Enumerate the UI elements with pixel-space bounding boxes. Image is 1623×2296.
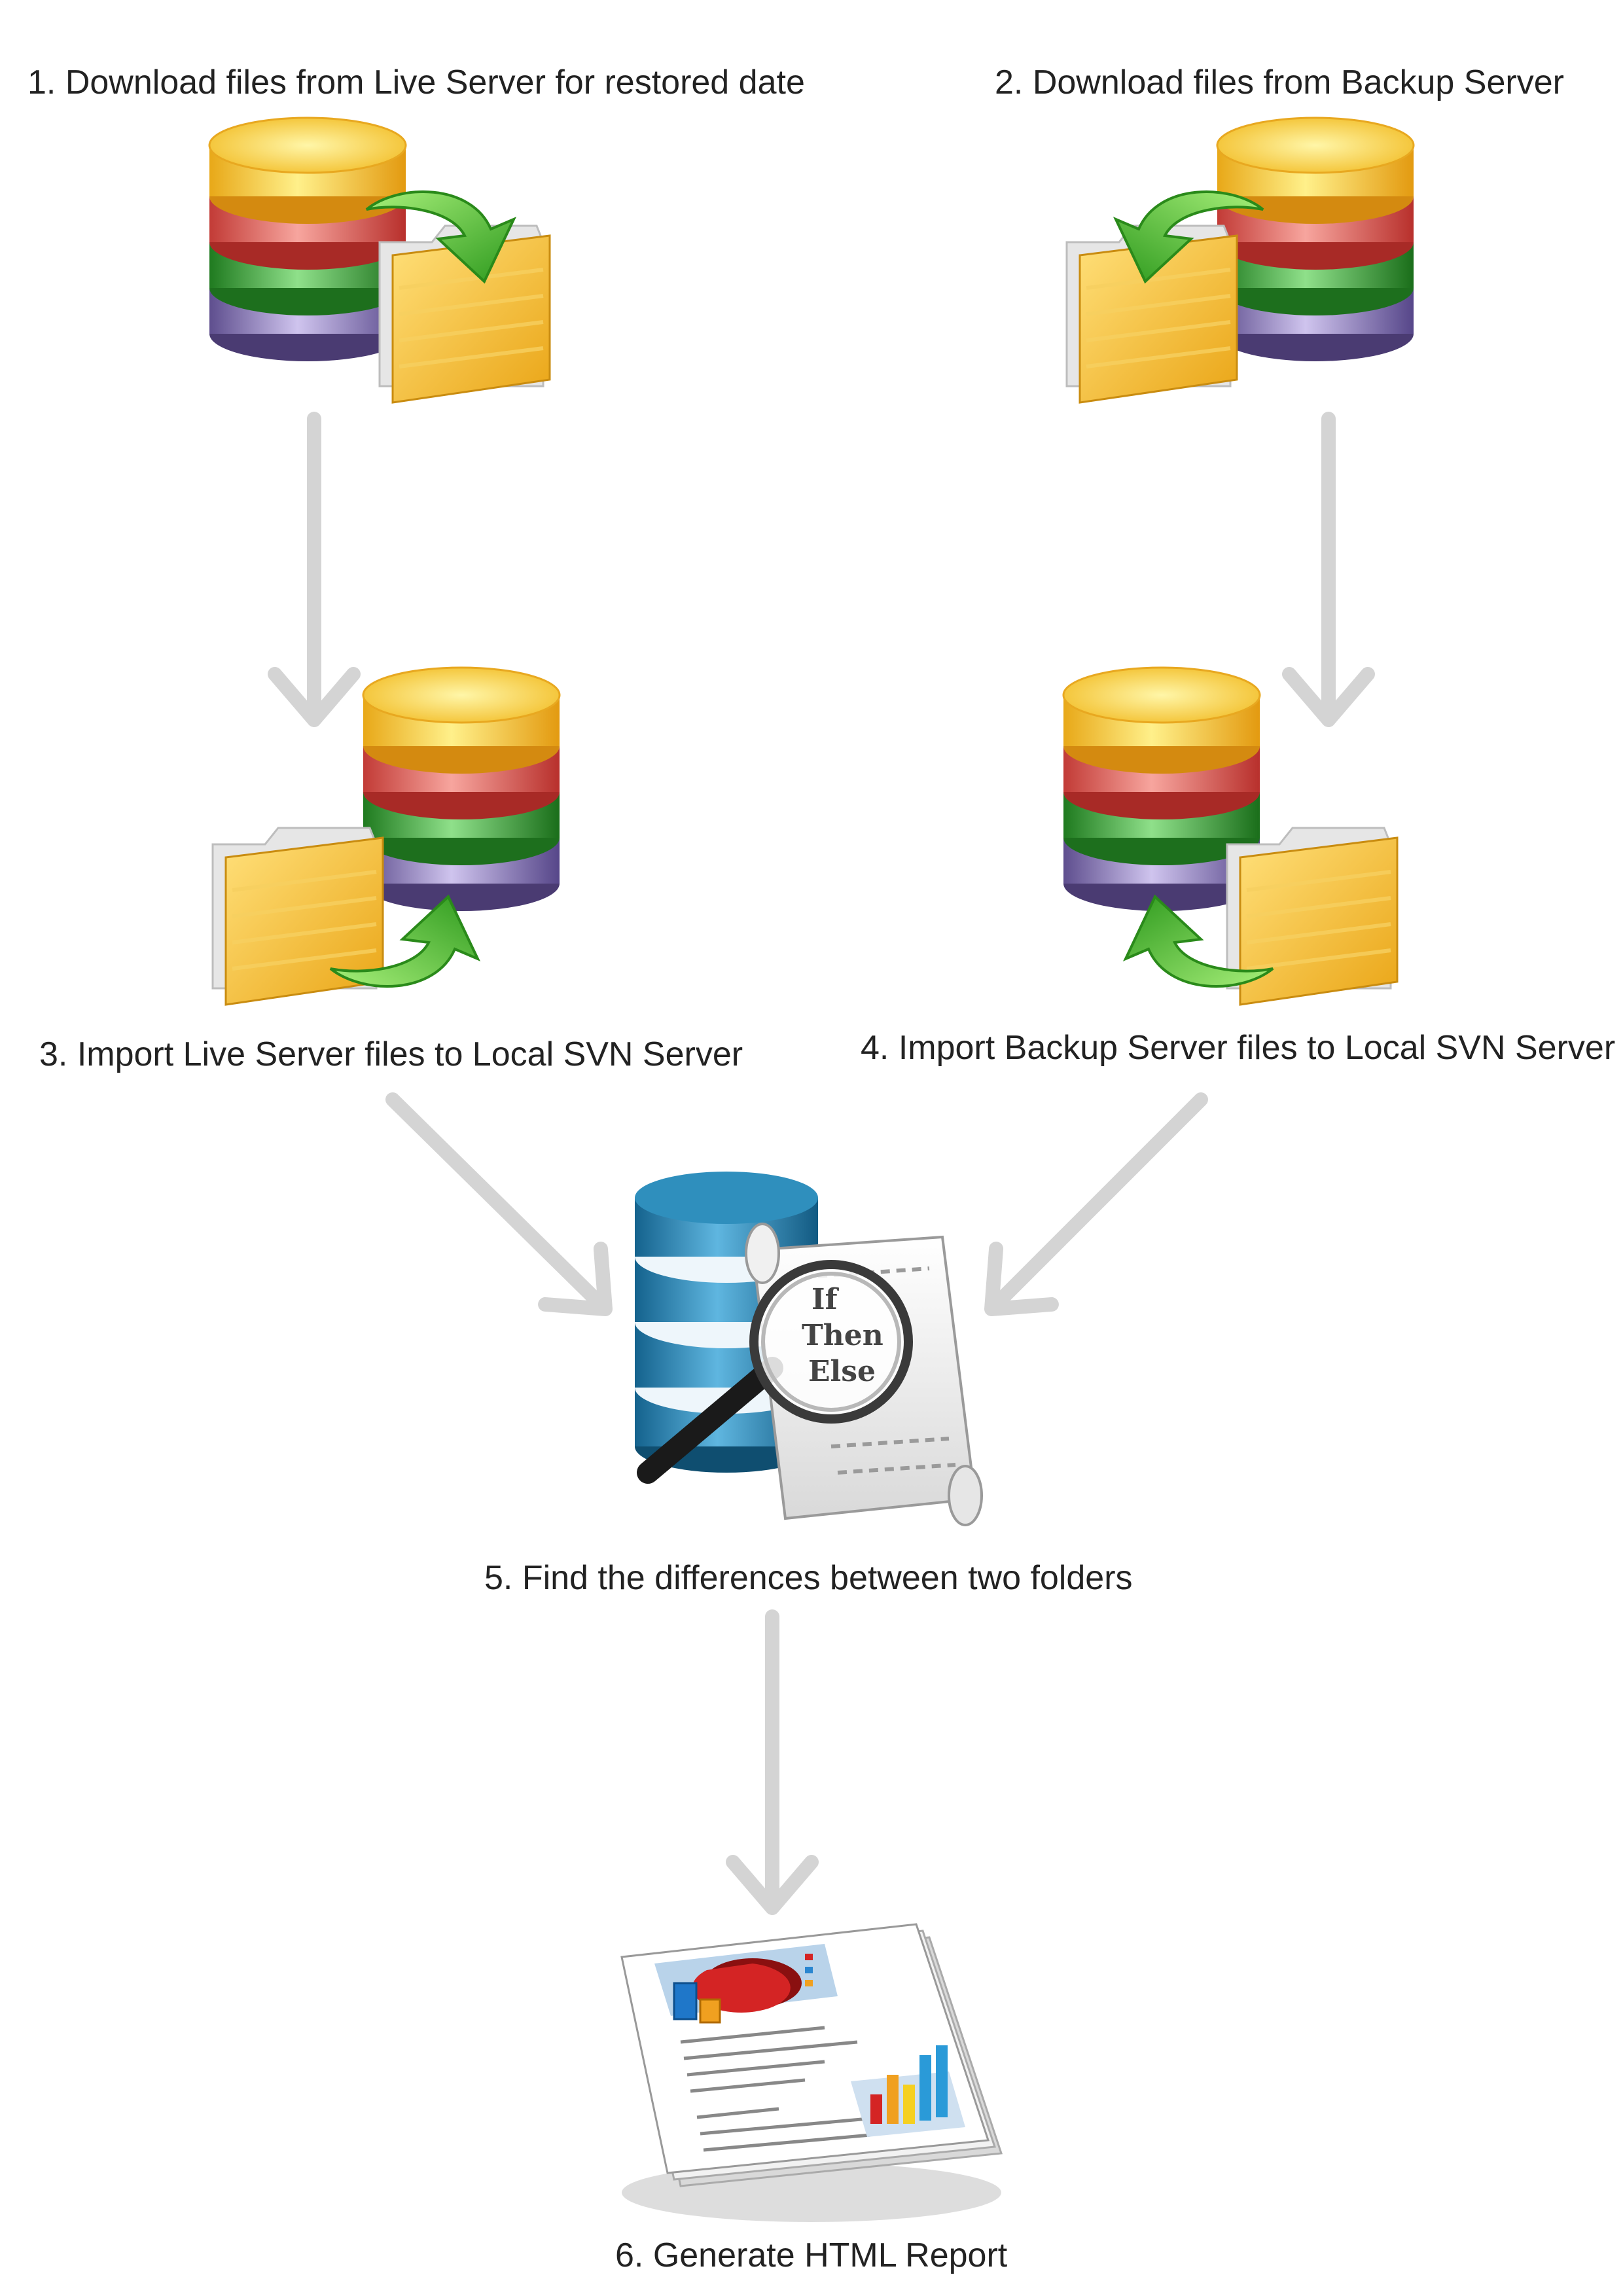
step-5-label: 5. Find the differences between two fold… xyxy=(484,1559,1133,1597)
flow-arrow-4-to-5 xyxy=(964,1092,1208,1336)
step-3-icon xyxy=(213,666,561,1005)
step-1-label: 1. Download files from Live Server for r… xyxy=(27,63,805,101)
step-3-label: 3. Import Live Server files to Local SVN… xyxy=(39,1035,743,1073)
flow-arrow-5-to-6 xyxy=(733,1609,812,1908)
flow-arrow-3-to-5 xyxy=(385,1092,633,1336)
flow-arrow-2-to-4 xyxy=(1289,412,1368,720)
step-5-icon: If Then Else xyxy=(635,1172,983,1526)
step-6-icon xyxy=(620,1923,1003,2222)
compare-if-text: If xyxy=(812,1283,840,1316)
flow-arrow-1-to-3 xyxy=(275,412,353,720)
compare-then-text: Then xyxy=(802,1319,883,1352)
compare-else-text: Else xyxy=(808,1355,876,1388)
step-2-icon xyxy=(1067,117,1415,403)
step-1-icon xyxy=(208,117,550,403)
step-6-label: 6. Generate HTML Report xyxy=(615,2236,1008,2274)
step-4-icon xyxy=(1062,666,1397,1005)
step-2-label: 2. Download files from Backup Server xyxy=(995,63,1564,101)
step-4-label: 4. Import Backup Server files to Local S… xyxy=(861,1029,1616,1067)
